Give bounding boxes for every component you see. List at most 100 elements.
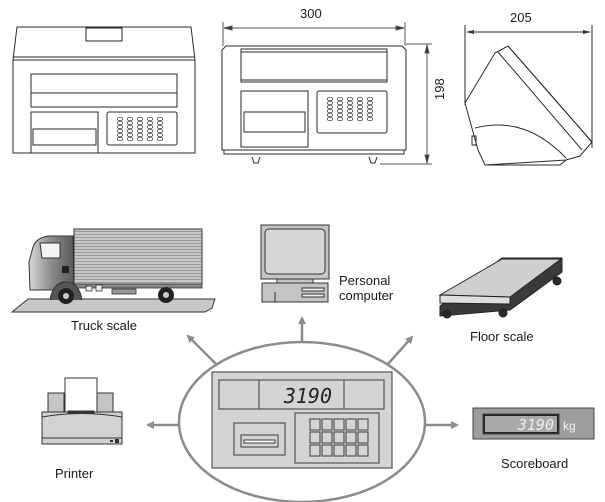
keypad-dot [326, 100, 334, 106]
keypad-dot [136, 116, 144, 122]
keypad-dot [326, 104, 334, 110]
keypad-dot [356, 96, 364, 102]
scoreboard-label: Scoreboard [501, 456, 569, 471]
keypad-dot [136, 136, 144, 142]
printer-label: Printer [55, 466, 94, 481]
keypad-dot [326, 96, 334, 102]
keypad-dot [146, 124, 154, 130]
keypad-dot [116, 116, 124, 122]
keypad-dot [126, 132, 134, 138]
truck-scale-label: Truck scale [71, 318, 137, 333]
keypad-keys [309, 418, 369, 457]
keypad-dot [336, 104, 344, 110]
keypad-dot [146, 132, 154, 138]
keypad-dot [156, 124, 164, 130]
personal-computer-label-line2: computer [339, 288, 394, 303]
keypad-dot [146, 128, 154, 134]
keypad-key [309, 431, 321, 444]
keypad-dot [336, 108, 344, 114]
depth-dimension-arrows [466, 30, 591, 34]
keypad-dot [126, 136, 134, 142]
keypad-dot [336, 96, 344, 102]
keypad-dot [156, 136, 164, 142]
keypad-dot [366, 112, 374, 118]
keypad-dot [136, 128, 144, 134]
keypad-dot [366, 116, 374, 122]
keypad-dot [366, 108, 374, 114]
keypad-dot [116, 124, 124, 130]
keypad-dot [356, 112, 364, 118]
keypad-dot [326, 116, 334, 122]
keypad-key [357, 418, 369, 431]
keypad-dot [326, 112, 334, 118]
keypad-dot [156, 132, 164, 138]
keypad-key [321, 431, 333, 444]
keypad-key [345, 418, 357, 431]
keypad-dot [346, 100, 354, 106]
keypad-dot [126, 124, 134, 130]
height-dimension-label: 198 [432, 78, 447, 100]
indicator-side-view [464, 25, 593, 166]
keypad-dot [346, 112, 354, 118]
keypad-dot [126, 120, 134, 126]
keypad-dot [156, 120, 164, 126]
keypad-dot [156, 116, 164, 122]
keypad-dot [356, 108, 364, 114]
keypad-key [345, 431, 357, 444]
keypad-dot [146, 136, 154, 142]
keypad-dot [336, 100, 344, 106]
keypad-key [333, 431, 345, 444]
arrow-to-floor-scale [387, 335, 414, 365]
keypad-dot [336, 116, 344, 122]
keypad-dots [326, 96, 374, 122]
keypad-key [321, 444, 333, 457]
depth-dimension-label: 205 [510, 10, 532, 25]
scoreboard-illustration [472, 407, 595, 440]
keypad-dot [346, 108, 354, 114]
keypad-dot [346, 116, 354, 122]
personal-computer-label-line1: Personal [339, 273, 391, 288]
keypad-key [309, 444, 321, 457]
keypad-key [357, 431, 369, 444]
keypad-dot [366, 96, 374, 102]
keypad-dot [336, 112, 344, 118]
keypad-dot [116, 136, 124, 142]
keypad-dot [116, 128, 124, 134]
height-dimension-line [380, 43, 432, 165]
keypad-dot [346, 104, 354, 110]
keypad-dot [356, 116, 364, 122]
truck-scale-illustration [10, 228, 216, 313]
floor-scale-label: Floor scale [470, 329, 534, 344]
keypad-dot [116, 120, 124, 126]
keypad-dot [126, 128, 134, 134]
keypad-dot [136, 132, 144, 138]
indicator-top-view [12, 26, 196, 154]
personal-computer-illustration [260, 224, 330, 303]
keypad-dot [366, 100, 374, 106]
keypad-dot [136, 120, 144, 126]
keypad-dot [356, 100, 364, 106]
connection-arrows [146, 316, 459, 502]
keypad-dot [346, 96, 354, 102]
keypad-dots [116, 116, 164, 142]
arrow-to-truck-scale [186, 334, 217, 365]
keypad-dot [146, 116, 154, 122]
width-dimension-line [222, 22, 406, 46]
keypad-key [345, 444, 357, 457]
indicator-display-value: 3190 [283, 384, 332, 408]
keypad-dot [156, 128, 164, 134]
keypad-dot [136, 124, 144, 130]
keypad-dot [366, 104, 374, 110]
floor-scale-illustration [438, 257, 563, 319]
printer-illustration [41, 377, 123, 445]
keypad-dot [146, 120, 154, 126]
keypad-key [309, 418, 321, 431]
scoreboard-display-value: 3190 [517, 416, 554, 434]
keypad-dot [116, 132, 124, 138]
keypad-dot [356, 104, 364, 110]
indicator-front-panel [211, 371, 393, 469]
width-dimension-label: 300 [300, 6, 322, 21]
keypad-key [357, 444, 369, 457]
keypad-key [333, 418, 345, 431]
